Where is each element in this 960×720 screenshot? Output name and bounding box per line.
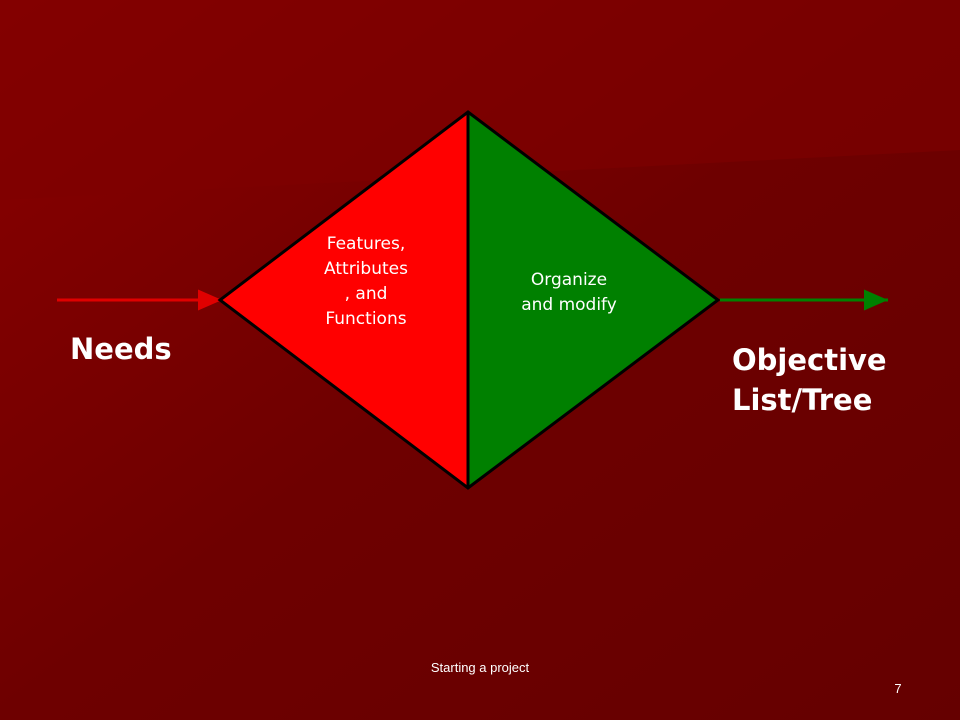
page-number: 7 <box>894 681 902 696</box>
right-region-label: Organize and modify <box>521 270 617 315</box>
left-region-label: Features, Attributes , and Functions <box>324 234 408 329</box>
left-region-triangle <box>220 112 468 488</box>
output-label: Objective List/Tree <box>732 343 887 417</box>
slide-footer: Starting a project <box>430 660 530 675</box>
input-label: Needs <box>70 332 172 366</box>
right-region-triangle <box>468 112 718 488</box>
